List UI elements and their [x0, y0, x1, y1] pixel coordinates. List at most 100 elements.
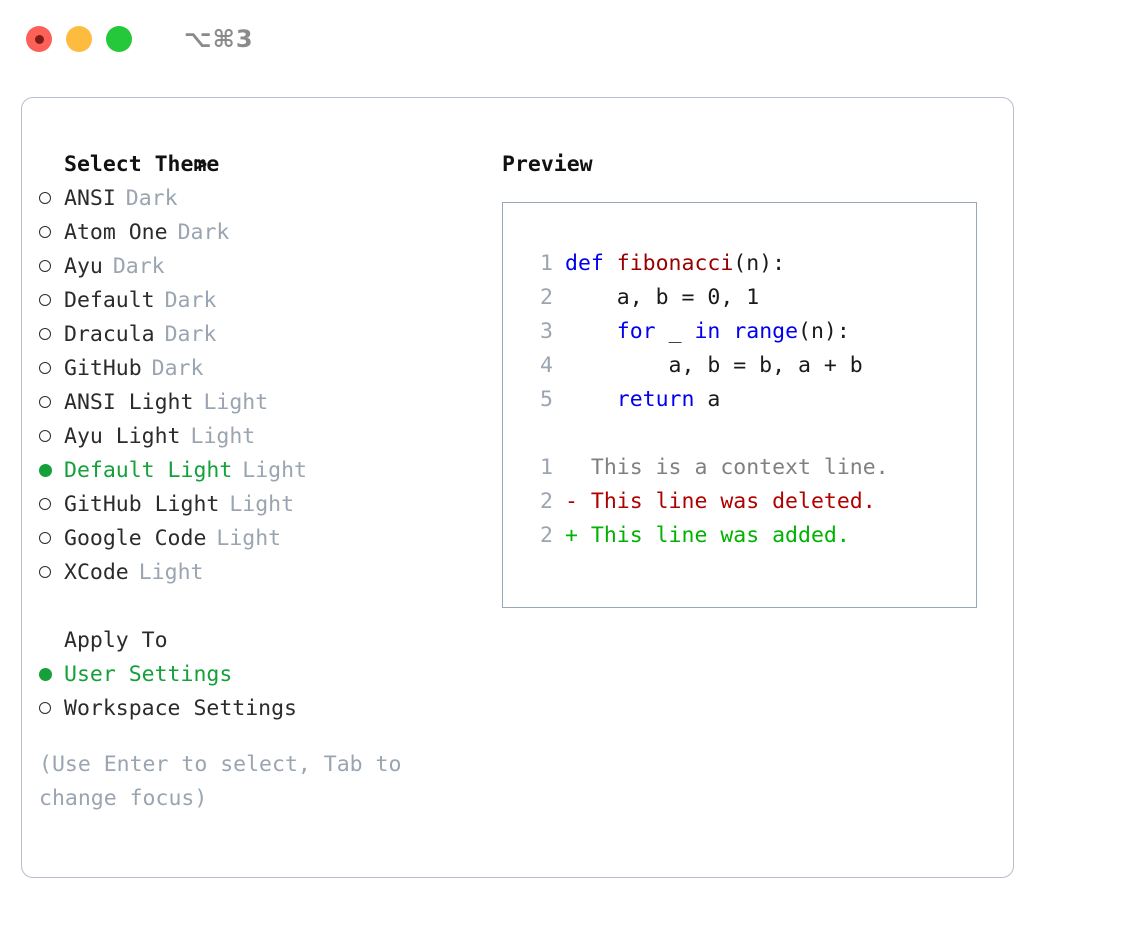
radio-unselected-icon[interactable] — [39, 250, 64, 284]
radio-unselected-icon[interactable] — [39, 488, 64, 522]
radio-unselected-icon[interactable] — [39, 522, 64, 556]
diff-preview: 1 This is a context line. 2 - This line wa… — [503, 451, 976, 553]
line-content: - This line was deleted. — [565, 485, 876, 519]
theme-category-tag: Dark — [164, 322, 217, 347]
token-del: - This line was deleted. — [565, 489, 876, 514]
token-ctx: This is a context line. — [565, 455, 889, 480]
line-number: 2 — [540, 489, 553, 514]
token-plain — [565, 387, 617, 412]
list-spacer — [39, 590, 469, 624]
maximize-button[interactable] — [106, 26, 132, 52]
token-kw: range — [733, 319, 799, 344]
theme-list-header: > Select Theme — [39, 148, 469, 182]
window-controls — [26, 26, 132, 52]
token-plain — [720, 319, 733, 344]
radio-unselected-icon[interactable] — [39, 420, 64, 454]
radio-unselected-icon[interactable] — [39, 692, 64, 726]
token-add: + This line was added. — [565, 523, 850, 548]
radio-unselected-icon[interactable] — [39, 216, 64, 250]
theme-name-label: Default — [64, 288, 155, 313]
line-number: 2 — [540, 285, 553, 310]
apply-to-label: Workspace Settings — [64, 696, 297, 721]
theme-category-tag: Light — [190, 424, 256, 449]
theme-category-tag: Dark — [151, 356, 204, 381]
theme-name-label: Default Light — [64, 458, 233, 483]
theme-name-label: ANSI Light — [64, 390, 194, 415]
diff-line: 2 - This line was deleted. — [503, 485, 976, 519]
radio-unselected-icon[interactable] — [39, 556, 64, 590]
token-plain: a — [694, 387, 721, 412]
theme-category-tag: Light — [229, 492, 295, 517]
line-content: This is a context line. — [565, 451, 889, 485]
theme-category-tag: Dark — [125, 186, 178, 211]
theme-list-item[interactable]: GitHub Light Light — [39, 488, 469, 522]
theme-name-label: Ayu Light — [64, 424, 181, 449]
theme-name-label: GitHub Light — [64, 492, 220, 517]
line-content: a, b = 0, 1 — [565, 281, 759, 315]
radio-unselected-icon[interactable] — [39, 318, 64, 352]
theme-list-item[interactable]: Ayu Light Light — [39, 420, 469, 454]
code-diff-spacer — [503, 417, 976, 451]
theme-list-item[interactable]: Atom One Dark — [39, 216, 469, 250]
theme-category-tag: Dark — [164, 288, 217, 313]
theme-list-item[interactable]: XCode Light — [39, 556, 469, 590]
token-kw: for — [616, 319, 656, 344]
radio-unselected-icon[interactable] — [39, 182, 64, 216]
theme-name-label: GitHub — [64, 356, 142, 381]
radio-unselected-icon[interactable] — [39, 386, 64, 420]
theme-category-tag: Light — [203, 390, 269, 415]
theme-name-label: ANSI — [64, 186, 116, 211]
line-number: 5 — [540, 387, 553, 412]
token-plain: (n): — [733, 251, 786, 276]
theme-category-tag: Dark — [112, 254, 165, 279]
code-line: 4 a, b = b, a + b — [503, 349, 976, 383]
theme-category-tag: Light — [216, 526, 282, 551]
radio-selected-icon[interactable] — [39, 658, 64, 692]
code-line: 3 for _ in range(n): — [503, 315, 976, 349]
line-number: 1 — [540, 455, 553, 480]
theme-list-item[interactable]: ANSI Light Light — [39, 386, 469, 420]
line-number: 1 — [540, 251, 553, 276]
theme-list-item[interactable]: GitHub Dark — [39, 352, 469, 386]
theme-name-label: Atom One — [64, 220, 168, 245]
radio-unselected-icon[interactable] — [39, 284, 64, 318]
theme-list-item[interactable]: ANSI Dark — [39, 182, 469, 216]
token-plain: _ — [655, 319, 695, 344]
apply-to-item[interactable]: Workspace Settings — [39, 692, 469, 726]
token-plain: a, b = 0, 1 — [565, 285, 760, 310]
close-button[interactable] — [26, 26, 52, 52]
keyboard-shortcut-label: ⌥⌘3 — [184, 25, 254, 53]
line-content: return a — [565, 383, 721, 417]
theme-category-tag: Dark — [177, 220, 230, 245]
token-kw: in — [694, 319, 721, 344]
keyboard-hint-text: (Use Enter to select, Tab to change focu… — [39, 752, 415, 811]
theme-name-label: Google Code — [64, 526, 207, 551]
theme-list-item[interactable]: Ayu Dark — [39, 250, 469, 284]
theme-category-tag: Light — [138, 560, 204, 585]
minimize-button[interactable] — [66, 26, 92, 52]
line-number: 4 — [540, 353, 553, 378]
token-plain: (n): — [798, 319, 850, 344]
theme-list-item[interactable]: Google Code Light — [39, 522, 469, 556]
diff-line: 1 This is a context line. — [503, 451, 976, 485]
page-title: Select Theme — [64, 152, 220, 177]
code-line: 2 a, b = 0, 1 — [503, 281, 976, 315]
radio-unselected-icon[interactable] — [39, 352, 64, 386]
theme-name-label: Ayu — [64, 254, 103, 279]
theme-list-item[interactable]: Dracula Dark — [39, 318, 469, 352]
theme-name-label: XCode — [64, 560, 129, 585]
radio-selected-icon[interactable] — [39, 454, 64, 488]
apply-to-item[interactable]: User Settings — [39, 658, 469, 692]
line-content: for _ in range(n): — [565, 315, 850, 349]
theme-name-label: Dracula — [64, 322, 155, 347]
code-line: 5 return a — [503, 383, 976, 417]
token-plain — [565, 319, 617, 344]
theme-list-item[interactable]: Default Dark — [39, 284, 469, 318]
